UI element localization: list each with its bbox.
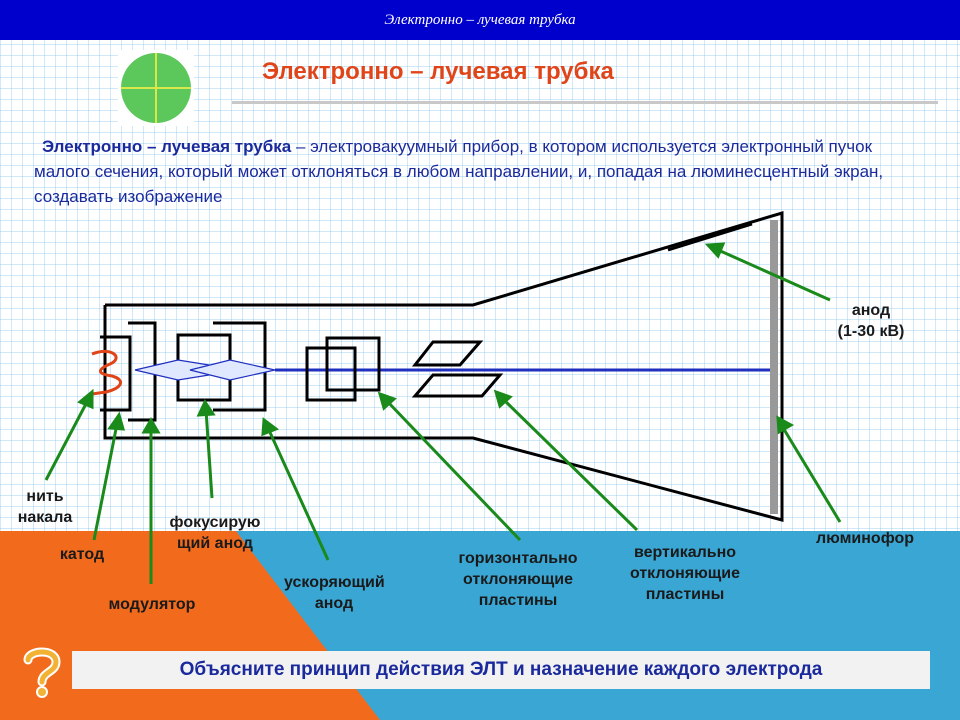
arrow-accelerating xyxy=(266,427,330,561)
arrow-vertical xyxy=(500,396,639,532)
label-vertical-plates: вертикально отклоняющие пластины xyxy=(629,544,741,603)
logo-icon xyxy=(118,50,194,126)
description-dash: – xyxy=(291,137,311,156)
beam-lens-2 xyxy=(189,359,276,381)
header-bar: Электронно – лучевая трубка xyxy=(0,0,960,40)
arrow-phosphor xyxy=(780,425,842,523)
question-bar: Объясните принцип действия ЭЛТ и назначе… xyxy=(72,651,930,689)
header-title: Электронно – лучевая трубка xyxy=(384,12,576,28)
description-text: электровакуумный прибор, в котором испол… xyxy=(34,137,884,206)
deflection-plate-bottom xyxy=(411,373,504,398)
label-horizontal-plates: горизонтально отклоняющие пластины xyxy=(458,550,578,609)
cathode xyxy=(100,335,132,412)
phosphor-screen xyxy=(770,220,778,514)
label-focusing-anode: фокусирую щий анод xyxy=(169,514,261,552)
label-cathode: катод xyxy=(59,546,105,563)
arrow-horizontal xyxy=(384,398,522,542)
tube-outline xyxy=(103,210,784,522)
filament-coil xyxy=(91,349,122,396)
question-mark-icon xyxy=(23,647,61,698)
label-phosphor: люминофор xyxy=(815,530,915,547)
accelerating-anode-inner xyxy=(325,336,381,392)
description: Электронно – лучевая трубка – электровак… xyxy=(34,134,924,209)
focusing-anode-cup xyxy=(213,321,267,412)
arrow-anode xyxy=(715,247,831,302)
label-accelerating-anode: ускоряющий анод xyxy=(284,574,385,612)
label-filament: нить накала xyxy=(17,488,73,526)
accelerating-anode-outer xyxy=(305,346,357,402)
description-term: Электронно – лучевая трубка xyxy=(42,137,292,156)
deflection-plate-top xyxy=(411,340,484,367)
title-underline xyxy=(232,101,938,104)
arrow-focusing xyxy=(204,409,214,499)
label-anode: анод (1-30 кВ) xyxy=(837,302,905,340)
question-text: Объясните принцип действия ЭЛТ и назначе… xyxy=(179,659,823,680)
label-modulator: модулятор xyxy=(108,596,196,613)
arrow-filament xyxy=(44,399,90,481)
anode-coating xyxy=(667,222,753,252)
arrow-cathode xyxy=(92,423,119,541)
slide-title: Электронно – лучевая трубка xyxy=(262,58,614,85)
